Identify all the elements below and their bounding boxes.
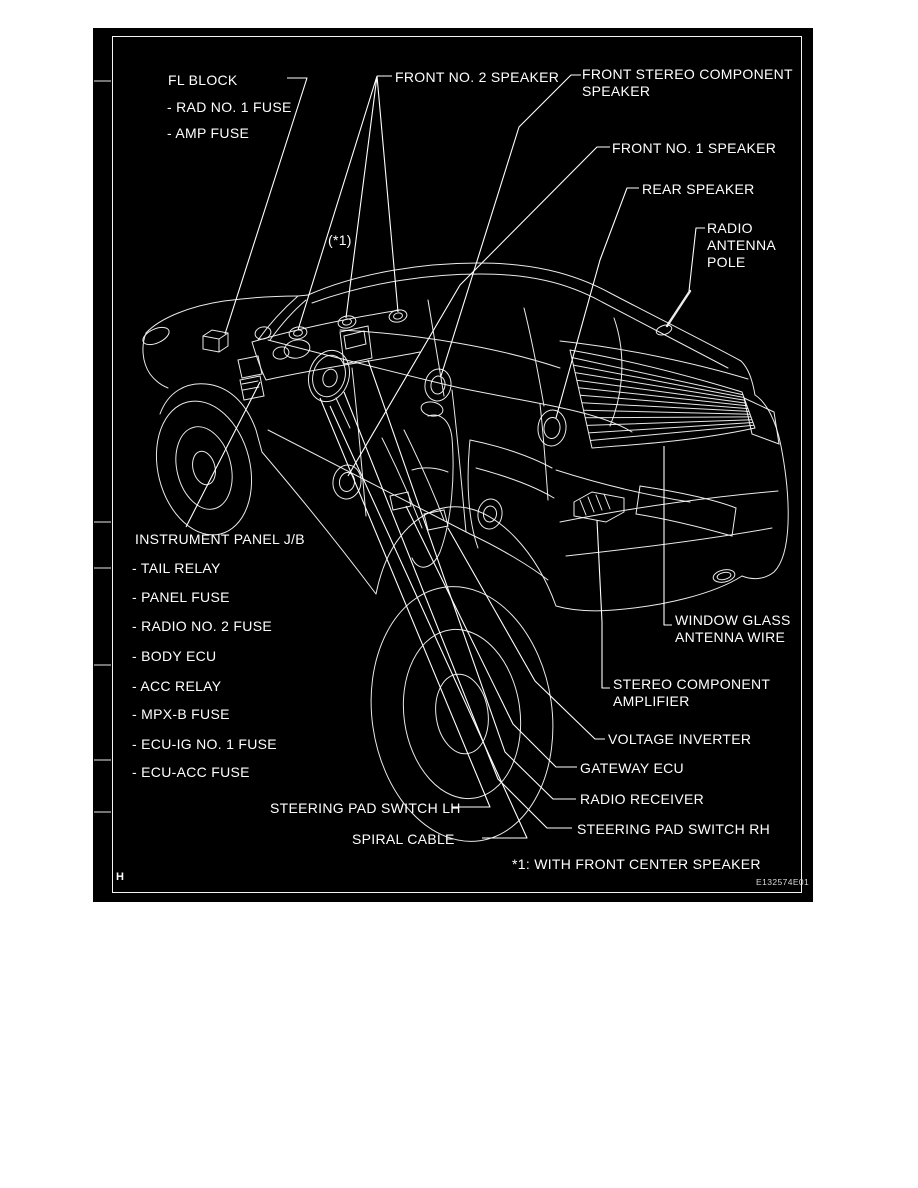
callout-instrument-panel-jb: INSTRUMENT PANEL J/B <box>135 531 305 547</box>
callout-front-no2-speaker: FRONT NO. 2 SPEAKER <box>395 69 560 85</box>
callout-fl-block-item: - AMP FUSE <box>167 125 250 141</box>
callout-spiral-cable: SPIRAL CABLE <box>352 831 455 847</box>
callout-steering-pad-switch-lh: STEERING PAD SWITCH LH <box>270 800 461 816</box>
figure-footnote: *1: WITH FRONT CENTER SPEAKER <box>512 856 761 872</box>
callout-fl-block: FL BLOCK <box>168 72 238 88</box>
callout-steering-pad-switch-rh: STEERING PAD SWITCH RH <box>577 821 771 837</box>
callout-ipjb-item: - ECU-IG NO. 1 FUSE <box>132 736 277 752</box>
figure-border <box>112 36 802 893</box>
figure-code: E132574E01 <box>756 877 810 887</box>
callout-front-no1-speaker: FRONT NO. 1 SPEAKER <box>612 140 777 156</box>
callout-ipjb-item: - BODY ECU <box>132 648 217 664</box>
callout-front-stereo-component-speaker: FRONT STEREO COMPONENT SPEAKER <box>582 66 793 99</box>
callout-window-glass-antenna-wire: WINDOW GLASS ANTENNA WIRE <box>675 612 791 645</box>
callout-rear-speaker: REAR SPEAKER <box>642 181 755 197</box>
callout-ipjb-item: - RADIO NO. 2 FUSE <box>132 618 272 634</box>
page-marker: H <box>116 871 124 883</box>
center-speaker-marker: (*1) <box>328 232 352 248</box>
callout-voltage-inverter: VOLTAGE INVERTER <box>608 731 752 747</box>
callout-fl-block-item: - RAD NO. 1 FUSE <box>167 99 292 115</box>
callout-ipjb-item: - ECU-ACC FUSE <box>132 764 250 780</box>
callout-radio-receiver: RADIO RECEIVER <box>580 791 704 807</box>
callout-ipjb-item: - PANEL FUSE <box>132 589 230 605</box>
callout-ipjb-item: - MPX-B FUSE <box>132 706 230 722</box>
callout-stereo-component-amplifier: STEREO COMPONENT AMPLIFIER <box>613 676 771 709</box>
callout-gateway-ecu: GATEWAY ECU <box>580 760 684 776</box>
callout-ipjb-item: - TAIL RELAY <box>132 560 221 576</box>
callout-ipjb-item: - ACC RELAY <box>132 678 222 694</box>
callout-radio-antenna-pole: RADIO ANTENNA POLE <box>707 220 776 270</box>
